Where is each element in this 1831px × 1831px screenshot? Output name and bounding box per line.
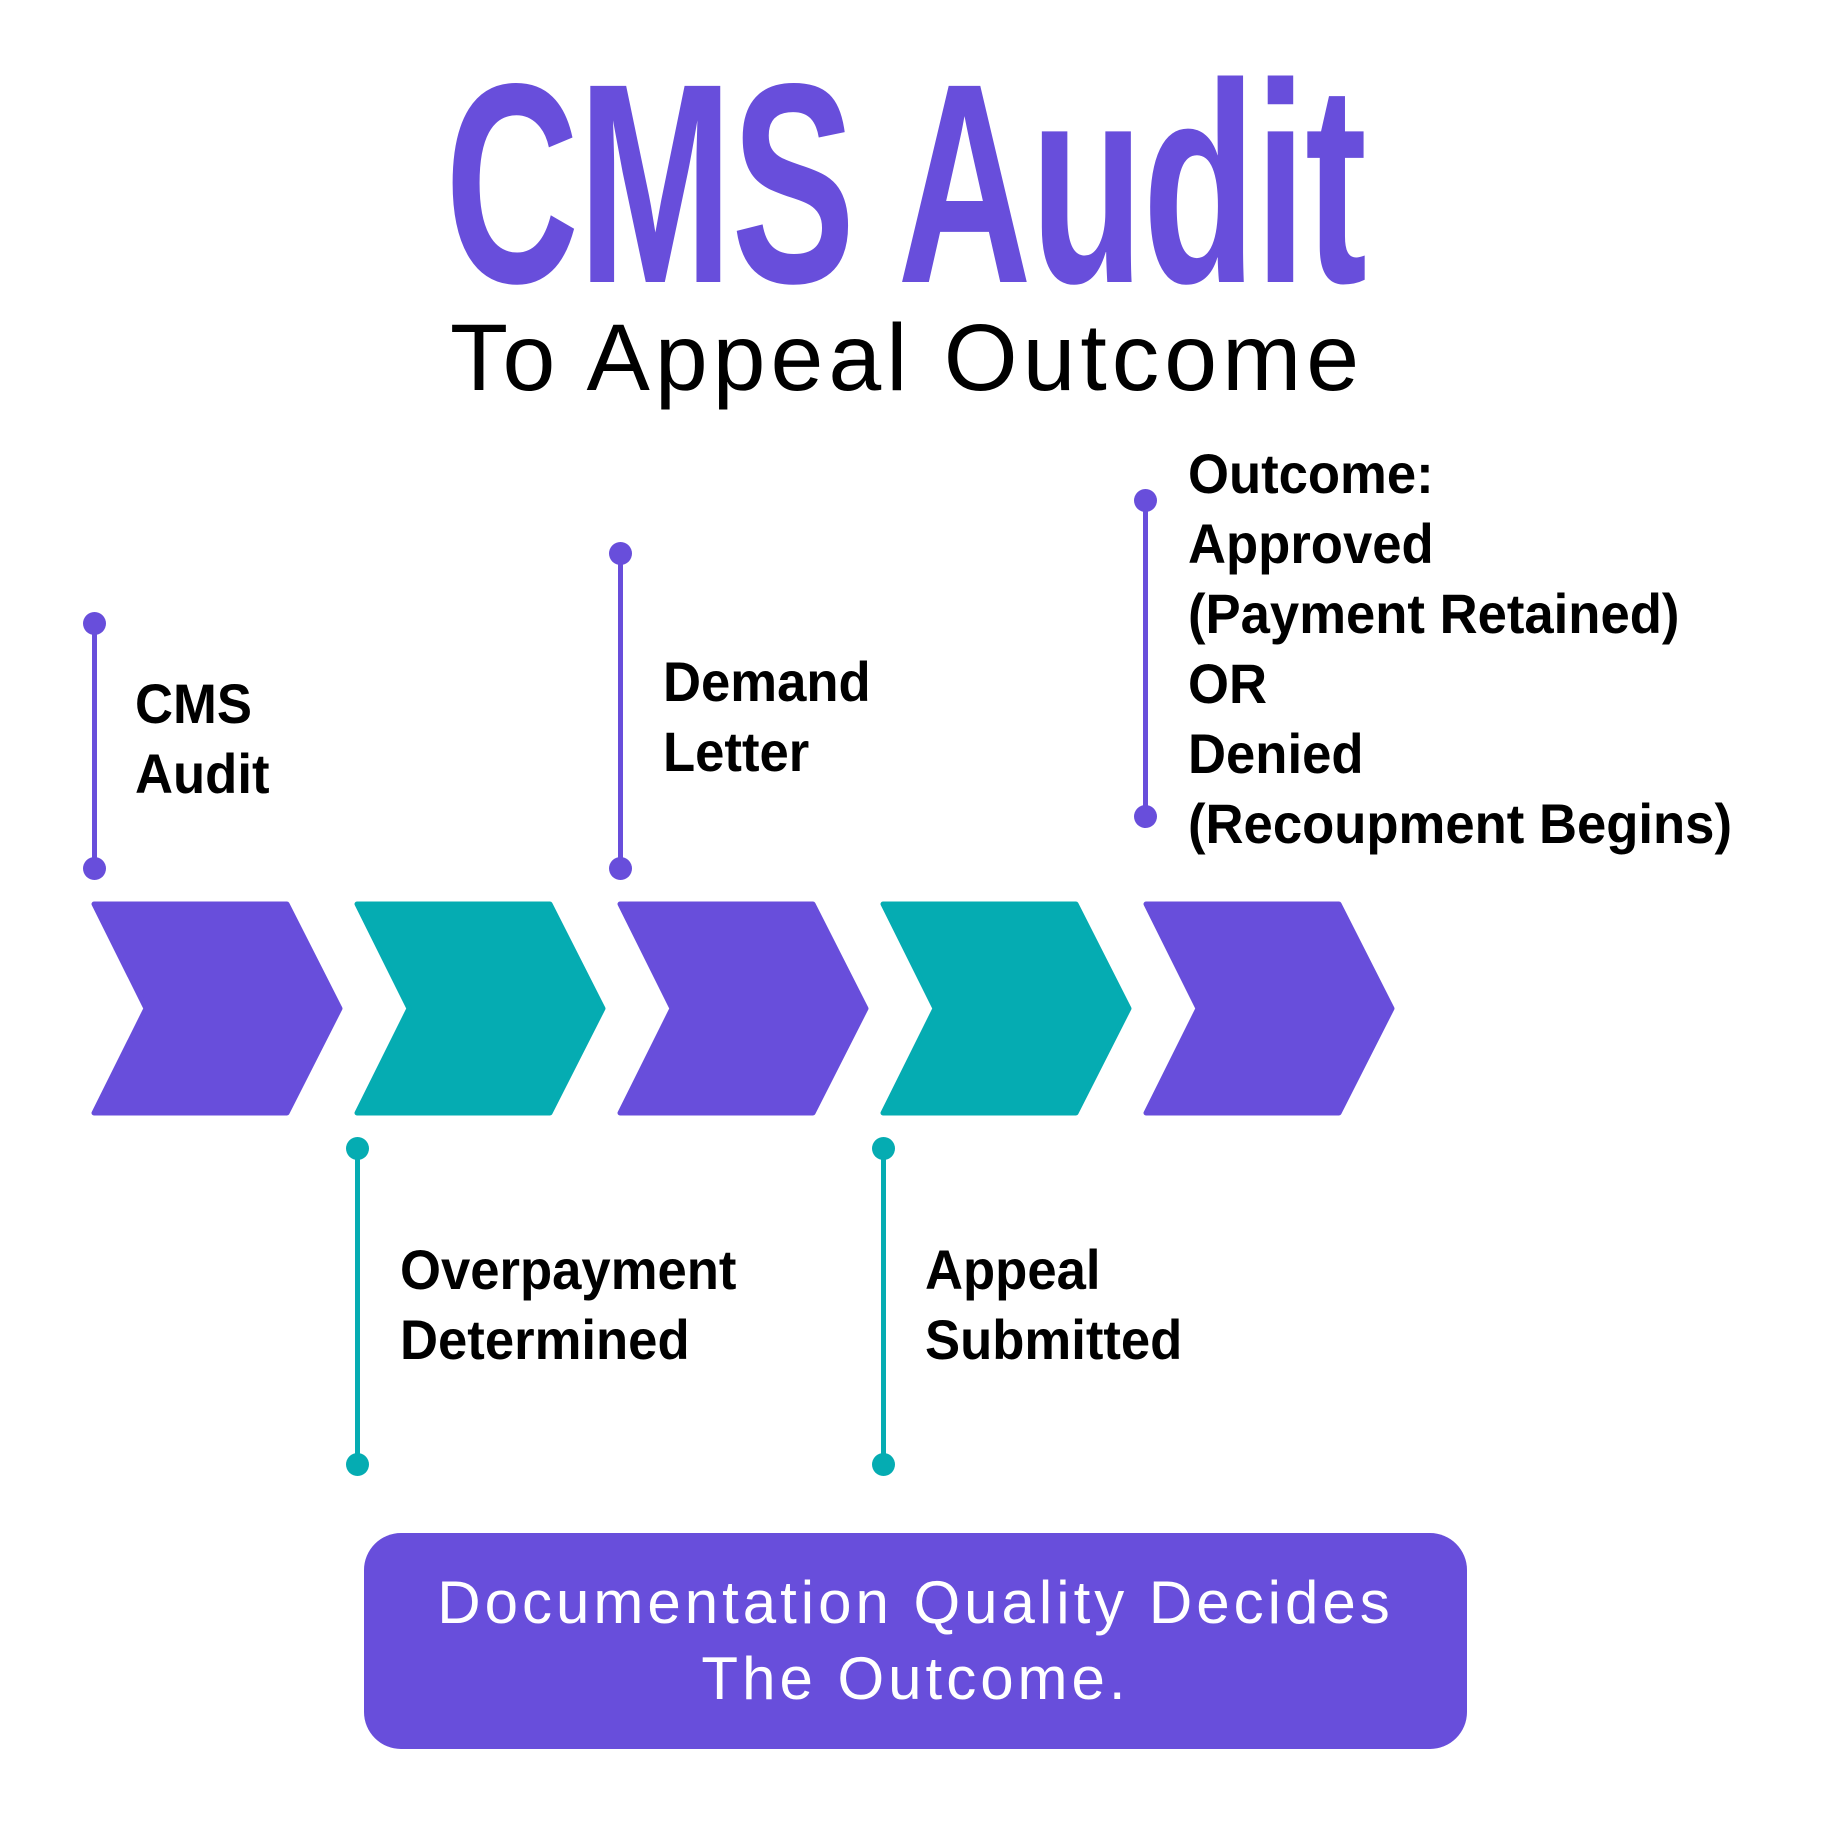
label-line: Letter	[663, 720, 810, 783]
label-line: Audit	[135, 742, 270, 805]
chevron-step-4	[880, 901, 1132, 1116]
step-label-demand-letter: Demand Letter	[663, 647, 871, 787]
callout-text: Documentation Quality Decides The Outcom…	[364, 1565, 1467, 1717]
connector-dot-icon	[609, 857, 632, 880]
label-line: Appeal	[925, 1238, 1101, 1301]
callout-box: Documentation Quality Decides The Outcom…	[364, 1533, 1467, 1749]
callout-line: The Outcome.	[701, 1645, 1130, 1712]
label-line: CMS	[135, 672, 252, 735]
chevron-step-2	[354, 901, 606, 1116]
label-line: Approved	[1188, 512, 1434, 575]
connector-line	[881, 1148, 886, 1465]
page-title: CMS Audit	[445, 25, 1367, 343]
label-line: Submitted	[925, 1308, 1183, 1371]
step-label-cms-audit: CMS Audit	[135, 669, 269, 809]
connector-step-2	[346, 1137, 369, 1476]
connector-dot-icon	[1134, 805, 1157, 828]
connector-step-5	[1134, 489, 1157, 828]
connector-dot-icon	[346, 1453, 369, 1476]
label-line: Determined	[400, 1308, 690, 1371]
connector-step-1	[83, 612, 106, 880]
connector-line	[1143, 500, 1148, 817]
connector-dot-icon	[83, 857, 106, 880]
connector-step-3	[609, 542, 632, 880]
label-line: Demand	[663, 650, 871, 713]
connector-line	[355, 1148, 360, 1465]
label-line: Denied	[1188, 722, 1364, 785]
page-subtitle: To Appeal Outcome	[450, 305, 1365, 411]
step-label-outcome: Outcome: Approved (Payment Retained) OR …	[1188, 439, 1732, 859]
connector-line	[92, 623, 97, 869]
callout-line: Documentation Quality Decides	[437, 1569, 1394, 1636]
label-line: (Payment Retained)	[1188, 582, 1680, 645]
connector-dot-icon	[872, 1453, 895, 1476]
label-line: OR	[1188, 652, 1267, 715]
connector-line	[618, 553, 623, 869]
label-line: Outcome:	[1188, 442, 1434, 505]
chevron-step-1	[91, 901, 343, 1116]
label-line: Overpayment	[400, 1238, 737, 1301]
chevron-step-5	[1143, 901, 1395, 1116]
step-label-appeal-submitted: Appeal Submitted	[925, 1235, 1182, 1375]
label-line: (Recoupment Begins)	[1188, 792, 1732, 855]
step-label-overpayment-determined: Overpayment Determined	[400, 1235, 736, 1375]
chevron-step-3	[617, 901, 869, 1116]
connector-step-4	[872, 1137, 895, 1476]
